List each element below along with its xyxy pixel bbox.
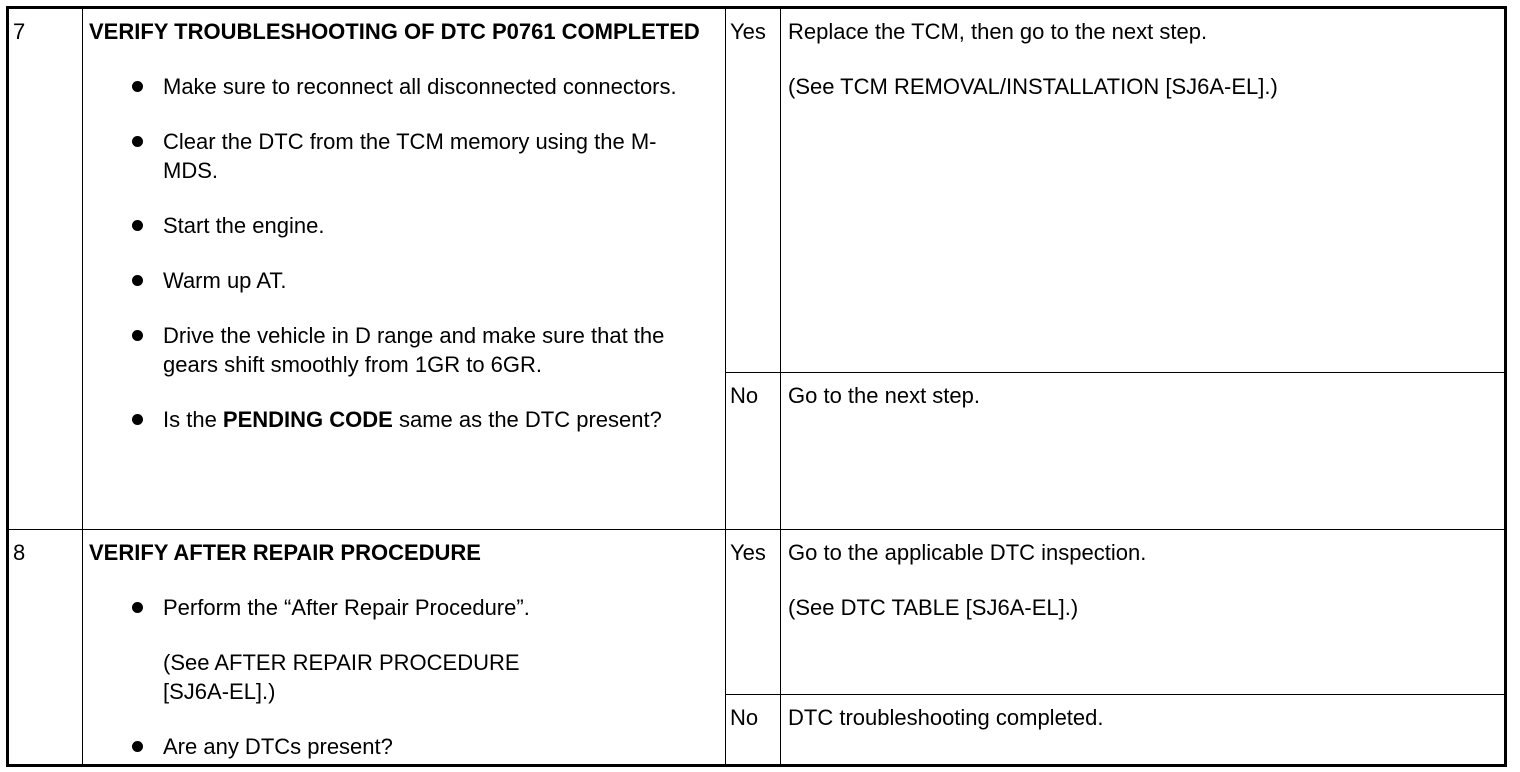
action-text: Go to the applicable DTC inspection.: [788, 540, 1147, 565]
no-action-cell: DTC troubleshooting completed.: [780, 694, 1506, 766]
yes-action-cell: Go to the applicable DTC inspection. (Se…: [780, 529, 1506, 695]
step-7-yes-row: 7 VERIFY TROUBLESHOOTING OF DTC P0761 CO…: [7, 7, 1506, 530]
bullet-dot-icon: [132, 330, 143, 341]
bullet-dot-icon: [132, 275, 143, 286]
bullet-dot-icon: [132, 602, 143, 613]
step-8-yes-row: 8 VERIFY AFTER REPAIR PROCEDURE Perform …: [7, 529, 1506, 766]
inspection-cell: VERIFY AFTER REPAIR PROCEDURE Perform th…: [82, 529, 726, 766]
bullet-text: Clear the DTC from the TCM memory using …: [163, 129, 657, 183]
inspection-bullet-list: Perform the “After Repair Procedure”. (S…: [89, 593, 719, 761]
bullet-item: Clear the DTC from the TCM memory using …: [132, 127, 719, 185]
step-7-no-row: No Go to the next step.: [8, 372, 1506, 530]
action-text: Go to the next step.: [788, 383, 981, 408]
reference-link[interactable]: (See AFTER REPAIR PROCEDURE [SJ6A-EL].): [163, 650, 520, 704]
inspection-cell: VERIFY TROUBLESHOOTING OF DTC P0761 COMP…: [82, 7, 726, 530]
bullet-item: Warm up AT.: [132, 266, 719, 295]
step-title: VERIFY AFTER REPAIR PROCEDURE: [89, 540, 481, 565]
bullet-text: Start the engine.: [163, 213, 325, 238]
bullet-text: Perform the “After Repair Procedure”.: [163, 595, 530, 620]
step-number: 7: [7, 7, 83, 530]
no-action-cell: Go to the next step.: [780, 372, 1506, 530]
yes-action-cell: Replace the TCM, then go to the next ste…: [780, 7, 1506, 373]
step-8-no-row: No DTC troubleshooting completed.: [8, 694, 1506, 766]
bullet-text: Warm up AT.: [163, 268, 287, 293]
bullet-item: Perform the “After Repair Procedure”. (S…: [132, 593, 719, 706]
bullet-item: Is the PENDING CODE same as the DTC pres…: [132, 405, 719, 434]
reference-link[interactable]: (See TCM REMOVAL/INSTALLATION [SJ6A-EL].…: [788, 74, 1278, 99]
action-text: DTC troubleshooting completed.: [788, 705, 1104, 730]
bullet-text-emphasis: PENDING CODE: [222, 407, 393, 432]
bullet-dot-icon: [132, 136, 143, 147]
bullet-dot-icon: [132, 220, 143, 231]
reference-link[interactable]: (See DTC TABLE [SJ6A-EL].): [788, 595, 1079, 620]
bullet-text-prefix: Is the: [163, 407, 223, 432]
bullet-text: Drive the vehicle in D range and make su…: [163, 323, 665, 377]
bullet-dot-icon: [132, 741, 143, 752]
bullet-text: Are any DTCs present?: [163, 734, 393, 759]
bullet-item: Make sure to reconnect all disconnected …: [132, 72, 719, 101]
no-label: No: [725, 372, 781, 530]
bullet-text-suffix: same as the DTC present?: [392, 407, 662, 432]
bullet-dot-icon: [132, 414, 143, 425]
bullet-item: Are any DTCs present?: [132, 732, 719, 761]
action-text: Replace the TCM, then go to the next ste…: [788, 19, 1208, 44]
diagnostic-procedure-table: 7 VERIFY TROUBLESHOOTING OF DTC P0761 CO…: [6, 6, 1507, 767]
bullet-text: Make sure to reconnect all disconnected …: [163, 74, 677, 99]
yes-label: Yes: [725, 7, 781, 373]
step-number: 8: [7, 529, 83, 766]
bullet-item: Start the engine.: [132, 211, 719, 240]
no-label: No: [725, 694, 781, 766]
inspection-bullet-list: Make sure to reconnect all disconnected …: [89, 72, 719, 434]
bullet-dot-icon: [132, 81, 143, 92]
yes-label: Yes: [725, 529, 781, 695]
bullet-item: Drive the vehicle in D range and make su…: [132, 321, 719, 379]
step-title: VERIFY TROUBLESHOOTING OF DTC P0761 COMP…: [89, 19, 700, 44]
